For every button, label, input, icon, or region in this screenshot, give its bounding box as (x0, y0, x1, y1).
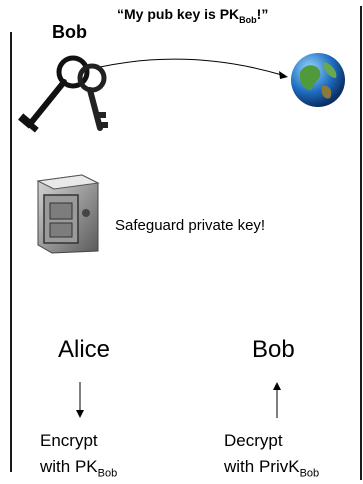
encrypt-label: Encrypt (40, 430, 98, 451)
up-arrow (267, 380, 287, 420)
decrypt-subscript: Bob (300, 467, 320, 479)
globe-icon (290, 52, 346, 108)
encrypt-subscript: Bob (98, 467, 118, 479)
keys-icon (18, 52, 108, 142)
bob-label-bottom: Bob (252, 336, 295, 364)
alice-label: Alice (58, 336, 110, 364)
safeguard-caption: Safeguard private key! (115, 217, 265, 234)
encrypt-with-text: with PK (40, 457, 98, 476)
decrypt-label: Decrypt (224, 430, 283, 451)
safe-icon (32, 173, 102, 255)
decrypt-with-text: with PrivK (224, 457, 300, 476)
down-arrow (70, 380, 90, 420)
